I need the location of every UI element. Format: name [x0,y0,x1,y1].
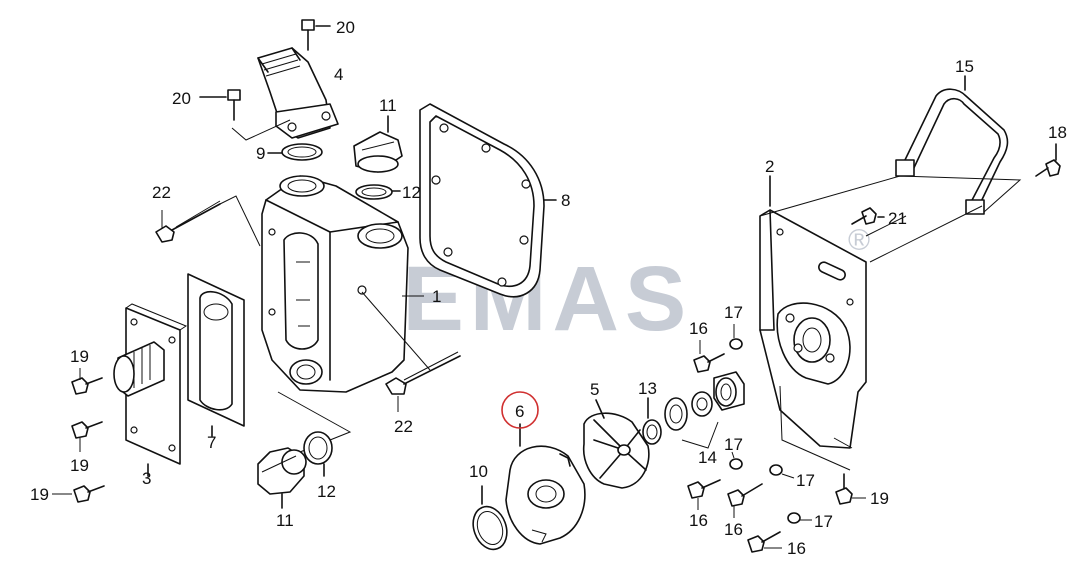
bolt-18 [1035,143,1061,177]
washer-17-a [729,324,743,350]
bolt-19-c [52,485,105,503]
label-part-10: 10 [469,462,488,481]
frame-plate-2 [759,175,867,471]
label-part-9: 9 [256,144,265,163]
label-part-16-a: 16 [689,319,708,338]
label-part-19-d: 19 [870,489,889,508]
label-part-4: 4 [334,65,343,84]
drain-plug-11-upper [353,115,403,173]
impeller-5 [582,399,650,489]
label-part-2: 2 [765,157,774,176]
bolt-16-d [747,531,782,553]
label-part-19-c: 19 [30,485,49,504]
bolt-21 [851,207,885,225]
label-part-19-a: 19 [70,347,89,366]
label-part-17-b: 17 [724,435,743,454]
label-part-16-d: 16 [787,539,806,558]
gasket-12-lower [303,431,333,477]
label-part-1: 1 [432,287,441,306]
label-part-8: 8 [561,191,570,210]
washer-17-c [769,464,795,479]
label-part-20-left: 20 [172,89,191,108]
gasket-7 [187,273,245,437]
gasket-12-upper [355,184,401,200]
label-part-7: 7 [207,433,216,452]
label-part-13: 13 [638,379,657,398]
label-part-14: 14 [698,448,717,467]
label-part-16-b: 16 [689,511,708,530]
bolt-19-b [71,421,103,452]
pump-housing [261,175,424,453]
bolt-19-d [835,473,866,505]
drain-plug-11-lower [257,447,307,509]
label-part-5: 5 [590,380,599,399]
o-ring-9 [267,143,323,161]
label-part-20-upper: 20 [336,18,355,37]
label-part-12-lower: 12 [317,482,336,501]
part-labels: 1 2 3 4 5 6 7 8 9 10 11 11 12 12 13 14 1… [30,18,1067,558]
highlight-circle [501,391,539,429]
mechanical-seal-14 [664,371,745,449]
label-part-6: 6 [515,402,524,421]
bolt-16-c [727,483,763,518]
label-part-22-upper: 22 [152,183,171,202]
o-ring-10 [472,485,508,551]
bolt-16-b [687,479,721,510]
label-part-15: 15 [955,57,974,76]
label-part-19-b: 19 [70,456,89,475]
label-part-3: 3 [142,469,151,488]
label-part-16-c: 16 [724,520,743,539]
bolt-20-upper [301,19,331,51]
bolt-22-upper [155,195,261,247]
volute-case-6 [505,423,586,545]
handle-15 [759,75,1022,263]
label-part-11-lower: 11 [276,511,294,530]
suction-cover-3 [113,303,188,477]
label-part-22-lower: 22 [394,417,413,436]
washer-17-b [729,451,743,470]
watermark-registered-mark: ® [848,224,870,257]
elbow-fitting [231,47,339,141]
label-part-17-c: 17 [796,471,815,490]
label-part-17-d: 17 [814,512,833,531]
bolt-22-lower [361,291,461,412]
cover-gasket-8 [419,103,557,298]
label-part-18: 18 [1048,123,1067,142]
bolt-16-a [693,340,725,373]
label-part-21: 21 [888,209,907,228]
label-part-12-upper: 12 [402,183,421,202]
washer-17-d [787,512,812,524]
label-part-17-a: 17 [724,303,743,322]
label-part-11-upper: 11 [379,96,397,115]
bolt-19-a [71,368,103,395]
washer-13 [642,397,662,445]
bolt-20-left [199,89,241,121]
